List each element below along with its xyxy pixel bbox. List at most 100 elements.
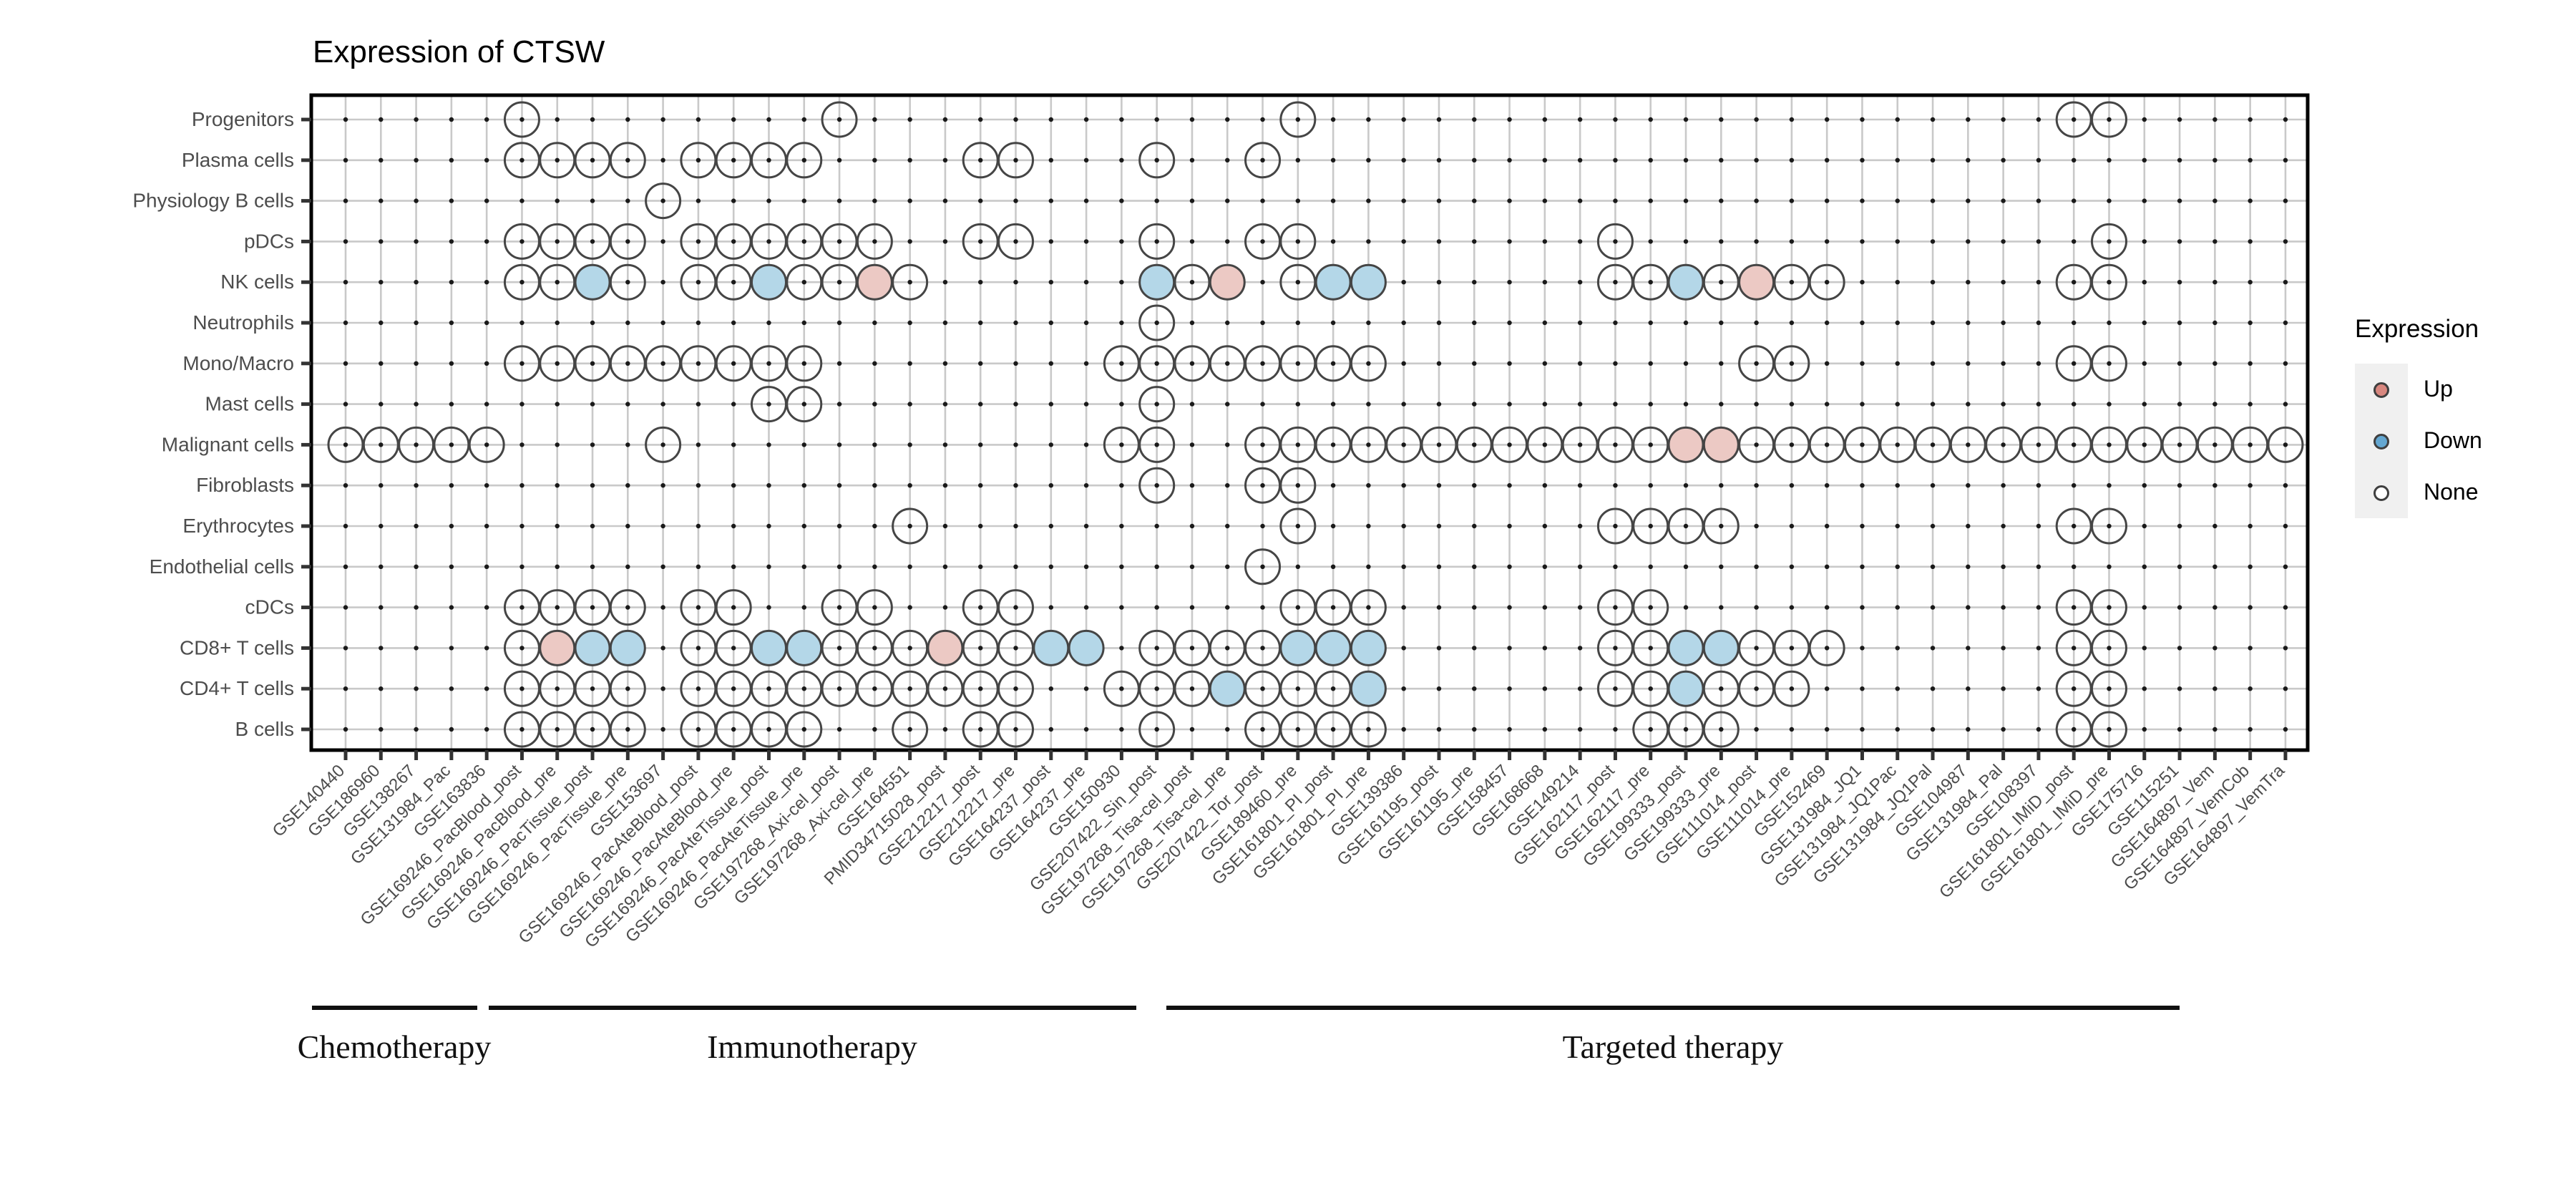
dot-down <box>1350 263 1387 301</box>
grid-point <box>1048 402 1054 407</box>
grid-point <box>625 483 630 488</box>
grid-point <box>1472 564 1477 569</box>
grid-point <box>1754 361 1759 366</box>
grid-point <box>696 726 701 732</box>
grid-point <box>1507 280 1512 285</box>
grid-point <box>2072 442 2077 447</box>
grid-point <box>484 402 489 407</box>
grid-point <box>625 157 630 162</box>
grid-point <box>1824 117 1830 122</box>
grid-point <box>414 402 419 407</box>
grid-point <box>1366 198 1371 203</box>
grid-point <box>1754 198 1759 203</box>
grid-point <box>2248 117 2253 122</box>
dot-none <box>539 670 576 707</box>
grid-point <box>1577 605 1583 610</box>
grid-point <box>2001 523 2006 529</box>
grid-point <box>836 564 842 569</box>
grid-point <box>1789 198 1795 203</box>
grid-point <box>1260 442 1265 447</box>
grid-point <box>907 483 912 488</box>
grid-point <box>836 483 842 488</box>
grid-point <box>1930 605 1936 610</box>
grid-point <box>942 686 948 691</box>
grid-point <box>555 605 560 610</box>
grid-point <box>1966 726 1971 732</box>
grid-point <box>2248 726 2253 732</box>
y-axis-label: Mono/Macro <box>182 352 294 374</box>
dot-down <box>750 263 787 301</box>
grid-point <box>1683 320 1689 326</box>
grid-point <box>1472 686 1477 691</box>
grid-point <box>1613 280 1618 285</box>
grid-point <box>449 402 454 407</box>
grid-point <box>1083 280 1089 285</box>
y-axis-label: Mast cells <box>205 393 294 415</box>
dot-none <box>1174 670 1211 707</box>
grid-point <box>1225 361 1230 366</box>
grid-point <box>1930 483 1936 488</box>
grid-point <box>1048 117 1054 122</box>
dot-none <box>2091 629 2127 666</box>
dot-none <box>1667 507 1704 545</box>
grid-point <box>1330 239 1336 244</box>
grid-point <box>1860 523 1865 529</box>
grid-point <box>379 320 384 326</box>
grid-point <box>1472 483 1477 488</box>
grid-point <box>2248 646 2253 651</box>
grid-point <box>1860 726 1865 732</box>
dot-up <box>1702 426 1740 463</box>
grid-point <box>2248 483 2253 488</box>
grid-point <box>1577 361 1583 366</box>
dot-none <box>2091 670 2127 707</box>
grid-point <box>696 483 701 488</box>
grid-point <box>625 605 630 610</box>
dot-none <box>609 589 646 626</box>
grid-point <box>1789 402 1795 407</box>
grid-point <box>696 280 701 285</box>
grid-point <box>1789 605 1795 610</box>
grid-point <box>2001 198 2006 203</box>
grid-point <box>414 198 419 203</box>
dot-none <box>503 142 540 179</box>
grid-point <box>1154 117 1159 122</box>
grid-point <box>907 402 912 407</box>
dot-none <box>2055 345 2092 382</box>
grid-point <box>907 117 912 122</box>
grid-point <box>1366 483 1371 488</box>
grid-point <box>1083 523 1089 529</box>
grid-point <box>1083 605 1089 610</box>
grid-point <box>1789 361 1795 366</box>
grid-point <box>978 117 983 122</box>
grid-point <box>1895 157 1900 162</box>
dot-none <box>997 589 1035 626</box>
dot-none <box>1350 345 1387 382</box>
dot-none <box>1350 426 1387 463</box>
grid-point <box>1189 564 1195 569</box>
grid-point <box>555 442 560 447</box>
grid-point <box>1083 157 1089 162</box>
dot-none <box>821 263 858 301</box>
grid-point <box>1754 686 1759 691</box>
grid-point <box>1754 157 1759 162</box>
dot-none <box>856 223 893 260</box>
dot-none <box>1596 670 1634 707</box>
dot-none <box>645 345 682 382</box>
grid-point <box>731 198 736 203</box>
grid-point <box>1719 361 1724 366</box>
grid-point <box>2001 686 2006 691</box>
grid-point <box>1648 686 1653 691</box>
grid-point <box>2283 523 2288 529</box>
dot-none <box>468 426 505 463</box>
grid-point <box>1401 239 1406 244</box>
grid-point <box>942 483 948 488</box>
grid-point <box>1719 564 1724 569</box>
grid-point <box>1507 686 1512 691</box>
dot-none <box>892 507 929 545</box>
grid-point <box>1683 564 1689 569</box>
grid-point <box>907 198 912 203</box>
grid-point <box>872 157 877 162</box>
grid-point <box>1966 483 1971 488</box>
grid-point <box>1542 442 1548 447</box>
grid-point <box>1895 198 1900 203</box>
